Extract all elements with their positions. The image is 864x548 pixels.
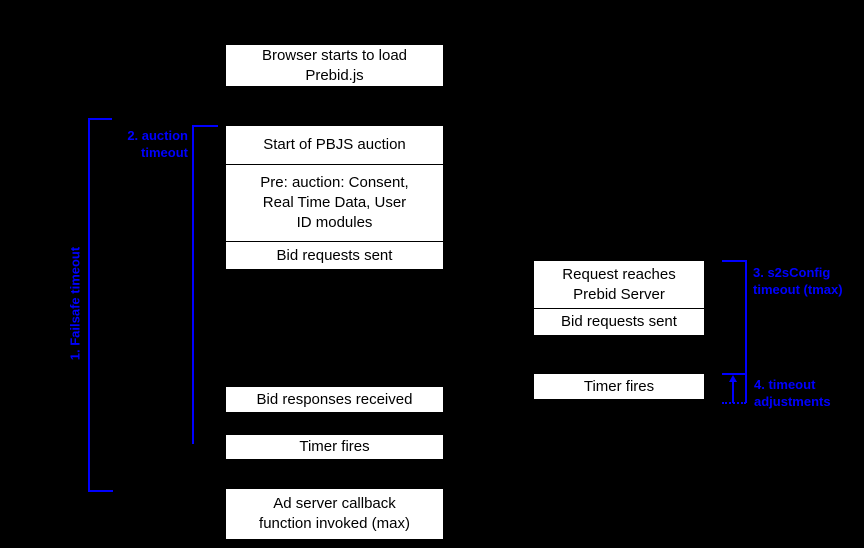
annotation-line: timeout: [141, 145, 188, 160]
annotation-line: adjustments: [754, 394, 831, 409]
step-label: Bid requests sent: [276, 246, 393, 264]
step-label: Prebid Server: [573, 285, 665, 303]
step-timer-fires-browser: Timer fires: [225, 434, 444, 460]
step-request-reaches-prebid-server: Request reaches Prebid Server: [533, 260, 705, 309]
failsafe-timeout-bracket-tick-top: [88, 118, 112, 120]
s2sconfig-timeout-label: 3. s2sConfig timeout (tmax): [753, 264, 843, 298]
step-bid-responses-received: Bid responses received: [225, 386, 444, 413]
step-bid-requests-sent-server: Bid requests sent: [533, 308, 705, 336]
up-arrow-icon: [732, 381, 734, 403]
failsafe-timeout-bracket-line: [88, 118, 90, 492]
auction-timeout-label: 2. auction timeout: [88, 127, 188, 161]
step-bid-requests-sent: Bid requests sent: [225, 241, 444, 270]
step-label: Timer fires: [299, 438, 370, 455]
step-label: Bid responses received: [256, 390, 413, 408]
step-timer-fires-server: Timer fires: [533, 373, 705, 400]
failsafe-timeout-label: 1. Failsafe timeout: [67, 246, 83, 361]
step-ad-server-callback: Ad server callback function invoked (max…: [225, 488, 444, 540]
failsafe-timeout-bracket-tick-bottom: [88, 490, 113, 492]
auction-timeout-bracket-tick-top: [192, 125, 218, 127]
annotation-line: timeout (tmax): [753, 282, 843, 297]
step-label: Bid requests sent: [561, 313, 677, 330]
step-start-pbjs-auction: Start of PBJS auction: [225, 125, 444, 165]
step-label: ID modules: [296, 214, 373, 231]
step-label: function invoked (max): [259, 515, 410, 532]
step-label: Timer fires: [583, 377, 655, 395]
auction-timeout-bracket-line: [192, 125, 194, 444]
annotation-line: 4. timeout: [754, 377, 816, 392]
timeout-adjustments-label: 4. timeout adjustments: [754, 376, 831, 410]
s2sconfig-timeout-bracket-line: [745, 260, 747, 403]
step-label: Start of PBJS auction: [263, 136, 406, 153]
step-label: Browser starts to load: [261, 46, 408, 64]
step-label: Ad server callback: [273, 495, 396, 512]
step-label: Real Time Data, User: [262, 194, 407, 211]
step-browser-loads-prebid: Browser starts to load Prebid.js: [225, 44, 444, 87]
step-pre-auction-modules: Pre: auction: Consent, Real Time Data, U…: [225, 164, 444, 242]
annotation-line: 3. s2sConfig: [753, 265, 831, 280]
step-label: Prebid.js: [305, 66, 364, 84]
s2sconfig-timeout-bracket-tick-top: [722, 260, 747, 262]
step-label: Request reaches: [562, 265, 676, 283]
s2sconfig-timeout-bracket-tick-mid: [722, 373, 747, 375]
step-label: Pre: auction: Consent,: [260, 174, 409, 191]
up-arrowhead-icon: [729, 375, 737, 382]
annotation-line: 2. auction: [127, 128, 188, 143]
timeout-adjustments-dotted-line: [722, 402, 746, 404]
